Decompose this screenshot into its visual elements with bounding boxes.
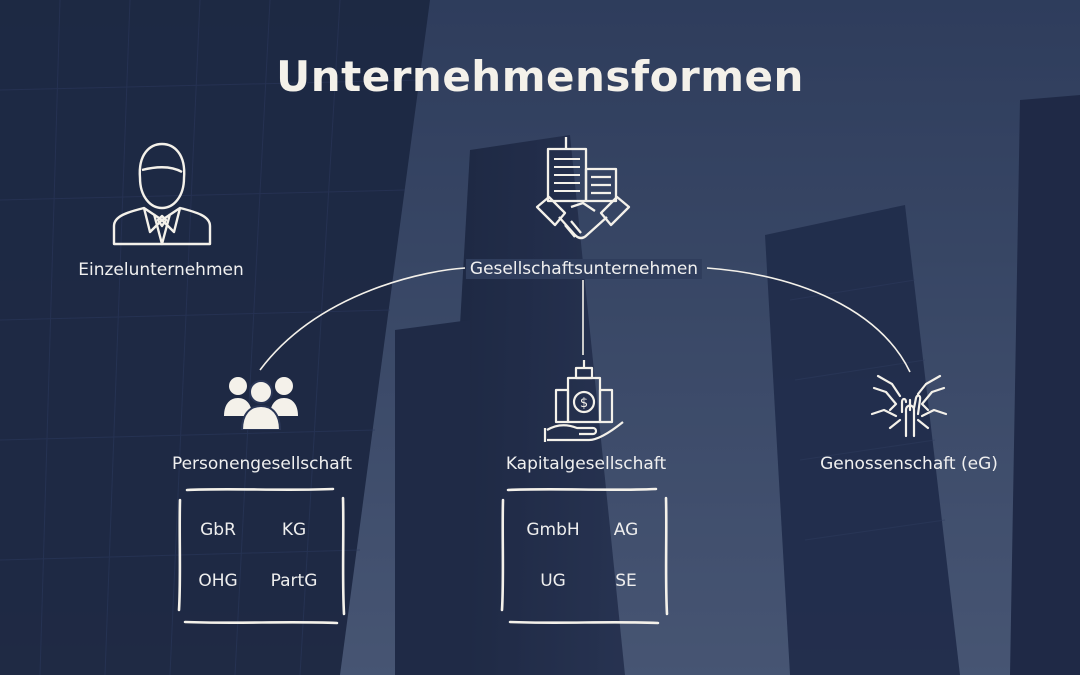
form-se: SE (615, 571, 637, 591)
node-label-genossen: Genossenschaft (eG) (820, 454, 998, 474)
form-partg: PartG (270, 571, 318, 591)
building-handshake-icon (535, 135, 631, 251)
node-label-gesellschaft: Gesellschaftsunternehmen (465, 259, 703, 279)
building-money-hand-icon: $ (543, 358, 625, 444)
form-ug: UG (540, 571, 566, 591)
node-label-personen: Personengesellschaft (171, 454, 353, 474)
page-title: Unternehmensformen (276, 52, 804, 101)
joined-hands-icon (870, 370, 948, 440)
form-gmbh: GmbH (526, 520, 580, 540)
node-label-kapital: Kapitalgesellschaft (505, 454, 667, 474)
form-gbr: GbR (200, 520, 236, 540)
group-people-icon (224, 372, 298, 430)
form-ag: AG (613, 520, 639, 540)
form-kg: KG (281, 520, 307, 540)
svg-text:$: $ (580, 396, 588, 411)
forms-box-kapital: GmbH AG UG SE (500, 486, 670, 626)
form-ohg: OHG (198, 571, 238, 591)
node-label-einzel: Einzelunternehmen (78, 260, 244, 280)
businessman-icon (110, 140, 214, 246)
forms-box-personen: GbR KG OHG PartG (177, 486, 347, 626)
